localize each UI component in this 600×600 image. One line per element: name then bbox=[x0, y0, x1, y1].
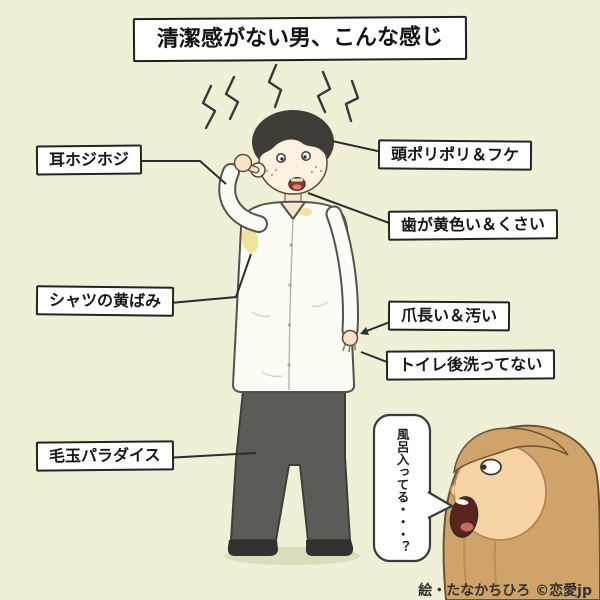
connector-lint bbox=[164, 452, 257, 459]
woman-tongue bbox=[460, 522, 474, 532]
woman-hair-fringe bbox=[452, 427, 569, 474]
connector-teeth bbox=[307, 192, 401, 228]
man-pants bbox=[229, 390, 352, 541]
speech-bubble-text: 風呂入ってる・・・？ bbox=[394, 427, 410, 553]
speech-bubble-tail bbox=[427, 491, 454, 519]
credit-text: 絵・たなかちひろ ©恋愛jp bbox=[418, 583, 592, 599]
stink-lines-icon bbox=[201, 63, 360, 130]
connector-lines bbox=[120, 140, 401, 459]
woman-nose bbox=[449, 482, 456, 498]
man-figure bbox=[218, 110, 359, 556]
man-hand-at-ear bbox=[233, 153, 253, 173]
annotation-shirt-yellowing: シャツの黄ばみ bbox=[35, 285, 175, 317]
woman-teeth bbox=[455, 499, 469, 505]
man-shoe-right bbox=[305, 540, 354, 556]
woman-eye bbox=[480, 458, 502, 476]
page-title: 清潔感がない男、こんな感じ bbox=[132, 15, 468, 63]
man-arm-raised bbox=[218, 153, 268, 233]
man-teeth bbox=[291, 178, 303, 182]
annotation-ear-picking: 耳ホジホジ bbox=[35, 144, 143, 176]
man-hair-fringe bbox=[259, 118, 327, 158]
woman-figure bbox=[442, 424, 600, 600]
annotation-not-washing-after-toilet: トイレ後洗ってない bbox=[385, 349, 556, 381]
annotation-lint-ball-paradise: 毛玉パラダイス bbox=[35, 440, 174, 472]
man-head bbox=[250, 110, 334, 195]
man-shoe-left bbox=[227, 540, 278, 556]
annotation-head-scratch-dandruff: 頭ポリポリ＆フケ bbox=[377, 139, 533, 171]
freckles bbox=[265, 165, 323, 177]
annotation-yellow-smelly-teeth: 歯が黄色い＆くさい bbox=[387, 209, 559, 241]
speech-bubble bbox=[372, 413, 454, 563]
connector-shirt bbox=[169, 253, 252, 304]
connector-nails-arrowhead bbox=[360, 327, 369, 335]
annotation-long-dirty-nails: 爪長い＆汚い bbox=[387, 300, 511, 332]
man-arm-hanging bbox=[325, 205, 359, 353]
long-nails bbox=[342, 343, 356, 353]
connector-ear bbox=[120, 160, 227, 185]
man-tongue bbox=[292, 184, 302, 190]
man-shirt bbox=[231, 200, 356, 393]
